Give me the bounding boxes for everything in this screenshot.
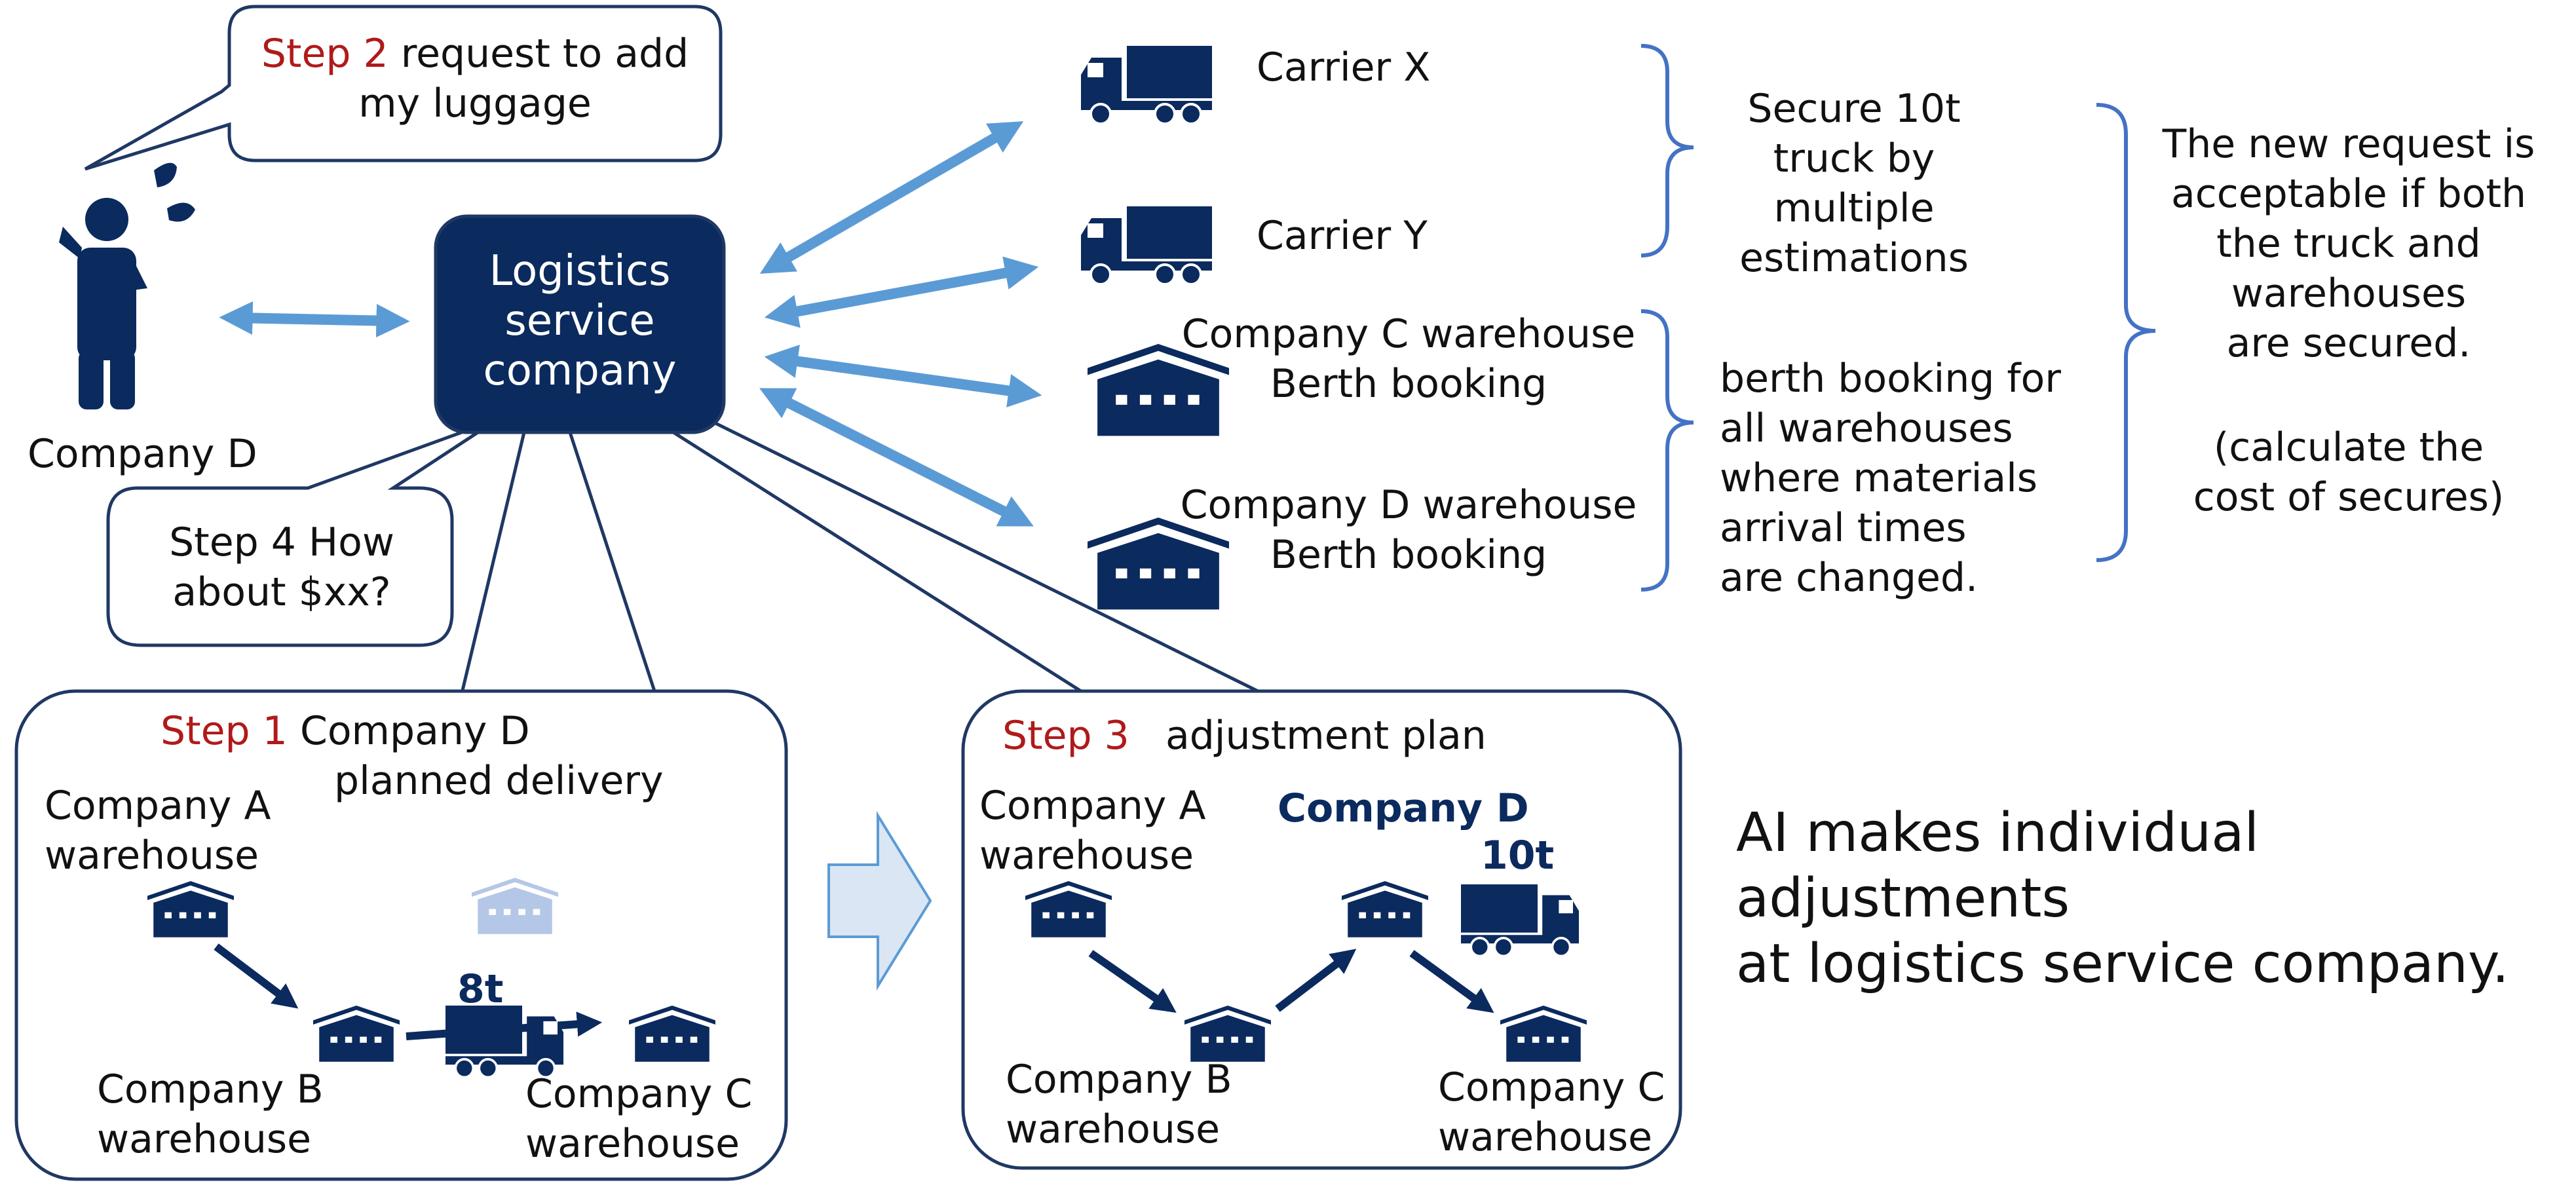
- step3-company-a-line1: Company A: [979, 783, 1206, 829]
- berth-note-line4: arrival times: [1720, 505, 1967, 551]
- ai-statement-line2: adjustments: [1736, 867, 2070, 930]
- acceptance-line5: are secured.: [2226, 320, 2471, 366]
- cost-line2: cost of secures): [2193, 474, 2505, 520]
- step3-title: Step 3 adjustment plan: [1002, 711, 1487, 761]
- step4-speech-bubble: [106, 417, 499, 647]
- company-c-warehouse-line2: Berth booking: [1270, 361, 1547, 407]
- step1-company-b-line2: warehouse: [97, 1116, 312, 1162]
- company-d-warehouse-label: Company D warehouse Berth booking: [1160, 480, 1657, 580]
- step1-title: Step 1 Company D: [161, 706, 530, 756]
- step3-company-d-label: Company D: [1278, 785, 1529, 831]
- step1-company-b-label: Company B warehouse: [97, 1065, 324, 1164]
- step1-company-a-line1: Company A: [45, 783, 271, 829]
- step1-truck-label: 8t: [457, 966, 504, 1012]
- acceptance-brace: [2096, 103, 2156, 562]
- acceptance-line2: acceptable if both: [2171, 171, 2526, 217]
- step3-panel: [961, 689, 1682, 1170]
- step3-company-c-label: Company C warehouse: [1438, 1063, 1665, 1162]
- hub-line2: service: [504, 297, 655, 345]
- hub-carrier-x-arrow: [759, 121, 1024, 274]
- step3-company-b-line1: Company B: [1006, 1057, 1232, 1103]
- hub-to-step3-line-left: [667, 427, 1082, 693]
- step1-label: Step 1: [161, 708, 288, 754]
- ai-statement: AI makes individual adjustments at logis…: [1736, 801, 2509, 997]
- acceptance-note: The new request is acceptable if both th…: [2132, 119, 2565, 368]
- truck-note: Secure 10t truck by multiple estimations: [1677, 84, 2031, 283]
- step3-label: Step 3: [1002, 713, 1129, 759]
- berth-note-line2: all warehouses: [1720, 406, 2013, 451]
- berth-note: berth booking for all warehouses where m…: [1720, 354, 2061, 603]
- sweat-drops-icon: [154, 162, 195, 222]
- cost-note: (calculate the cost of secures): [2132, 423, 2565, 522]
- person-hub-arrow: [219, 301, 410, 338]
- step1-panel: [14, 689, 788, 1181]
- hub-label: Logistics service company: [436, 246, 724, 396]
- carrier-x-label: Carrier X: [1257, 45, 1431, 90]
- step1-company-b-line1: Company B: [97, 1066, 324, 1112]
- truck-note-line2: truck by: [1773, 136, 1935, 181]
- step4-line2: about $xx?: [172, 569, 391, 615]
- step3-company-b-line2: warehouse: [1006, 1106, 1221, 1152]
- company-c-warehouse-line1: Company C warehouse: [1181, 311, 1636, 357]
- hub-line1: Logistics: [489, 247, 671, 295]
- step3-arrow-d-to-c: [1409, 950, 1494, 1013]
- truck-icon: [1080, 205, 1213, 286]
- acceptance-line3: the truck and: [2216, 221, 2481, 267]
- step1-company-c-line2: warehouse: [525, 1121, 740, 1167]
- logistics-hub-box: [434, 214, 726, 434]
- step1-title-line2-text: planned delivery: [334, 758, 664, 804]
- company-c-warehouse-label: Company C warehouse Berth booking: [1160, 309, 1657, 409]
- step1-company-c-line1: Company C: [525, 1071, 753, 1117]
- company-d-warehouse-line2: Berth booking: [1270, 532, 1547, 578]
- person-icon: [59, 198, 147, 409]
- step1-company-a-line2: warehouse: [45, 833, 259, 878]
- step4-line1: Step 4 How: [169, 519, 394, 565]
- step3-company-a-label: Company A warehouse: [979, 781, 1206, 880]
- company-d-label: Company D: [28, 431, 257, 477]
- step2-line2: my luggage: [358, 81, 592, 126]
- berth-note-line1: berth booking for: [1720, 356, 2061, 402]
- berth-note-line5: are changed.: [1720, 555, 1979, 601]
- hub-line3: company: [483, 347, 677, 395]
- step3-truck-label: 10t: [1481, 833, 1555, 878]
- acceptance-line1: The new request is: [2162, 121, 2535, 167]
- step3-company-c-line2: warehouse: [1438, 1114, 1653, 1160]
- step3-company-a-line2: warehouse: [979, 833, 1194, 878]
- acceptance-line4: warehouses: [2231, 271, 2467, 316]
- hub-to-step1-line-right: [568, 432, 657, 694]
- step3-arrow-b-to-d: [1275, 949, 1357, 1012]
- hub-carrier-y-arrow: [764, 256, 1039, 328]
- company-d-warehouse-line1: Company D warehouse: [1180, 482, 1637, 528]
- step4-bubble-text: Step 4 How about $xx?: [115, 518, 449, 617]
- step2-label: Step 2: [261, 31, 388, 77]
- step1-company-a-label: Company A warehouse: [45, 781, 271, 880]
- truck-icon: [1080, 45, 1213, 125]
- step3-company-c-line1: Company C: [1438, 1065, 1665, 1110]
- step1-title-line1: Company D: [299, 708, 530, 754]
- truck-note-line1: Secure 10t: [1747, 86, 1961, 132]
- step2-speech-bubble: [84, 5, 723, 171]
- carriers-brace: [1640, 44, 1694, 257]
- ai-statement-line3: at logistics service company.: [1736, 933, 2509, 995]
- berth-note-line3: where materials: [1720, 455, 2038, 501]
- step3-arrow-a-to-b: [1088, 950, 1177, 1013]
- step2-line1: request to add: [400, 31, 689, 77]
- step1-company-c-label: Company C warehouse: [525, 1069, 752, 1169]
- hub-to-step1-line-left: [460, 432, 526, 694]
- step1-arrow-a-to-b: [214, 943, 299, 1009]
- step3-company-b-label: Company B warehouse: [1006, 1055, 1232, 1154]
- carrier-y-label: Carrier Y: [1257, 213, 1428, 259]
- ai-statement-line1: AI makes individual: [1736, 802, 2260, 864]
- cost-line1: (calculate the: [2213, 425, 2484, 470]
- hub-company-d-wh-arrow: [759, 388, 1034, 527]
- hub-company-c-wh-arrow: [764, 345, 1042, 407]
- step2-bubble-text: Step 2 request to add my luggage: [236, 29, 714, 128]
- step3-title-text: adjustment plan: [1165, 713, 1487, 759]
- truck-note-line3: multiple: [1773, 185, 1935, 231]
- warehouses-brace: [1640, 309, 1694, 592]
- process-arrow-icon: [827, 810, 932, 991]
- truck-note-line4: estimations: [1739, 235, 1969, 281]
